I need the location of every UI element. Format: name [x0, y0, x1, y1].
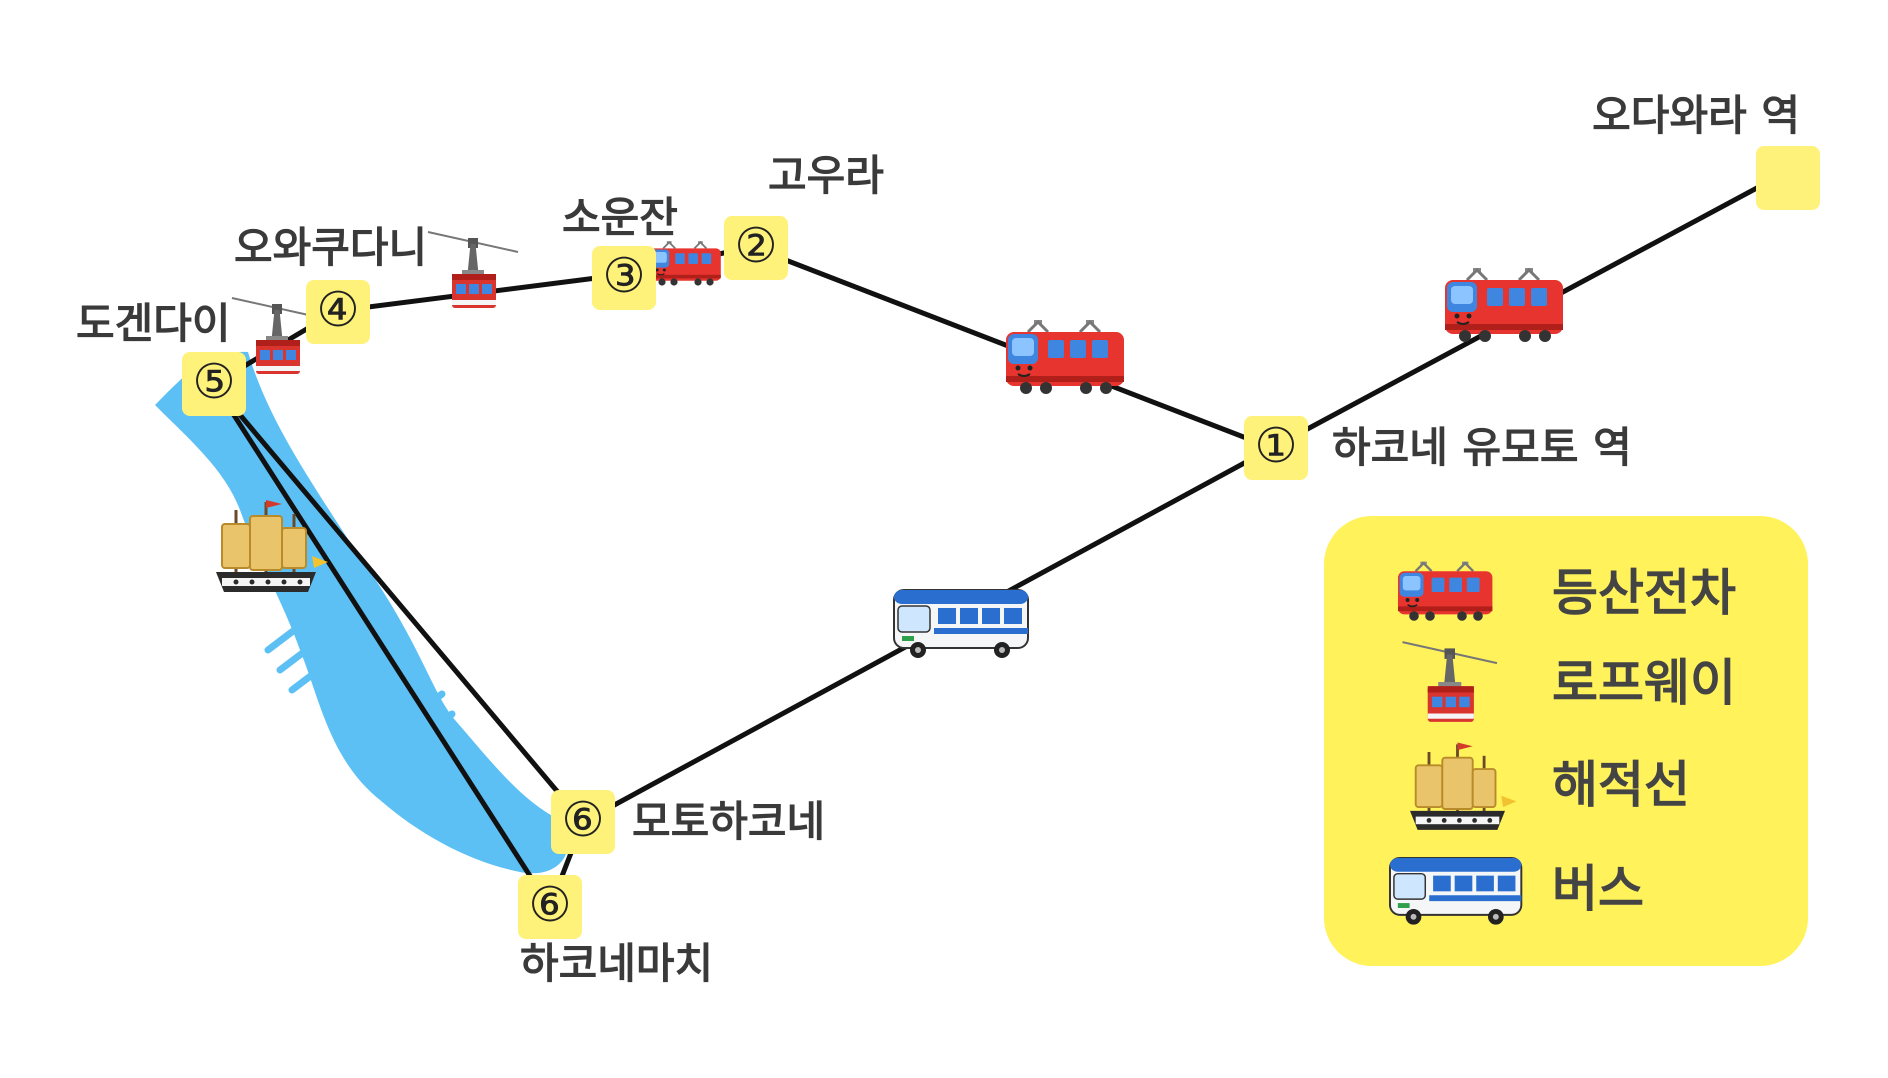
station-number: ④: [316, 282, 359, 338]
legend: 등산전차 로프웨이 해적선 버스: [1324, 516, 1808, 966]
legend-panel: [1324, 516, 1808, 966]
legend-label: 해적선: [1552, 756, 1690, 814]
mountain-train-icon: [1004, 318, 1126, 396]
station-label: 오와쿠다니: [234, 223, 427, 272]
station-label: 하코네마치: [520, 939, 713, 988]
bus-icon: [893, 589, 1029, 659]
station-odawara[interactable]: 오다와라 역: [1592, 91, 1820, 210]
station-togendai[interactable]: ⑤ 도겐다이: [76, 299, 246, 416]
station-number: ⑥: [561, 792, 604, 848]
bus-icon: [1389, 857, 1523, 926]
station-yumoto[interactable]: ① 하코네 유모토 역: [1244, 416, 1632, 480]
station-label: 오다와라 역: [1592, 91, 1800, 140]
station-number: ⑤: [192, 354, 235, 410]
station-owakudani[interactable]: ④ 오와쿠다니: [234, 223, 427, 344]
legend-label: 로프웨이: [1552, 654, 1736, 712]
station-label: 하코네 유모토 역: [1332, 423, 1632, 472]
station-label: 고우라: [768, 151, 884, 200]
station-number: ①: [1254, 418, 1297, 474]
station-number: ③: [602, 248, 645, 304]
mountain-train-icon: [649, 240, 722, 287]
station-motohakone[interactable]: ⑥ 모토하코네: [551, 790, 825, 854]
station-label: 모토하코네: [632, 797, 825, 846]
station-hakonemachi[interactable]: ⑥ 하코네마치: [518, 875, 713, 988]
wave-marks: [264, 484, 466, 764]
station-label: 소운잔: [562, 193, 678, 242]
station-gora[interactable]: ② 고우라: [724, 151, 884, 280]
mountain-train-icon: [1443, 266, 1565, 344]
station-label: 도겐다이: [76, 299, 231, 348]
station-number: ⑥: [528, 877, 571, 933]
legend-label: 등산전차: [1552, 564, 1736, 622]
legend-label: 버스: [1552, 860, 1644, 918]
station-sounzan[interactable]: ③ 소운잔: [562, 193, 678, 310]
station-number: ②: [734, 218, 777, 274]
